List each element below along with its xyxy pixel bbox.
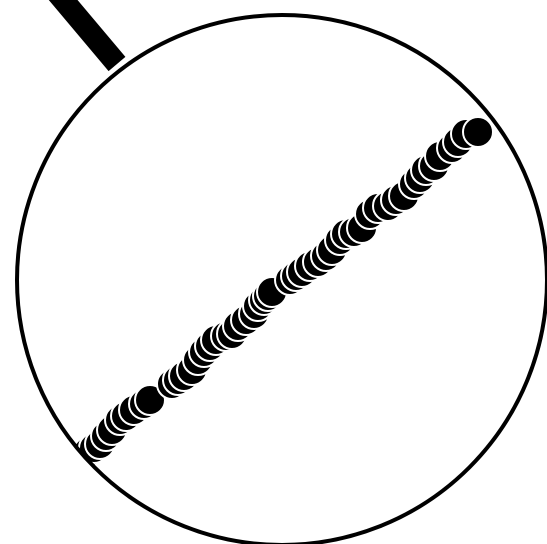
dot [463,117,493,147]
magnifier-handle [48,0,117,64]
